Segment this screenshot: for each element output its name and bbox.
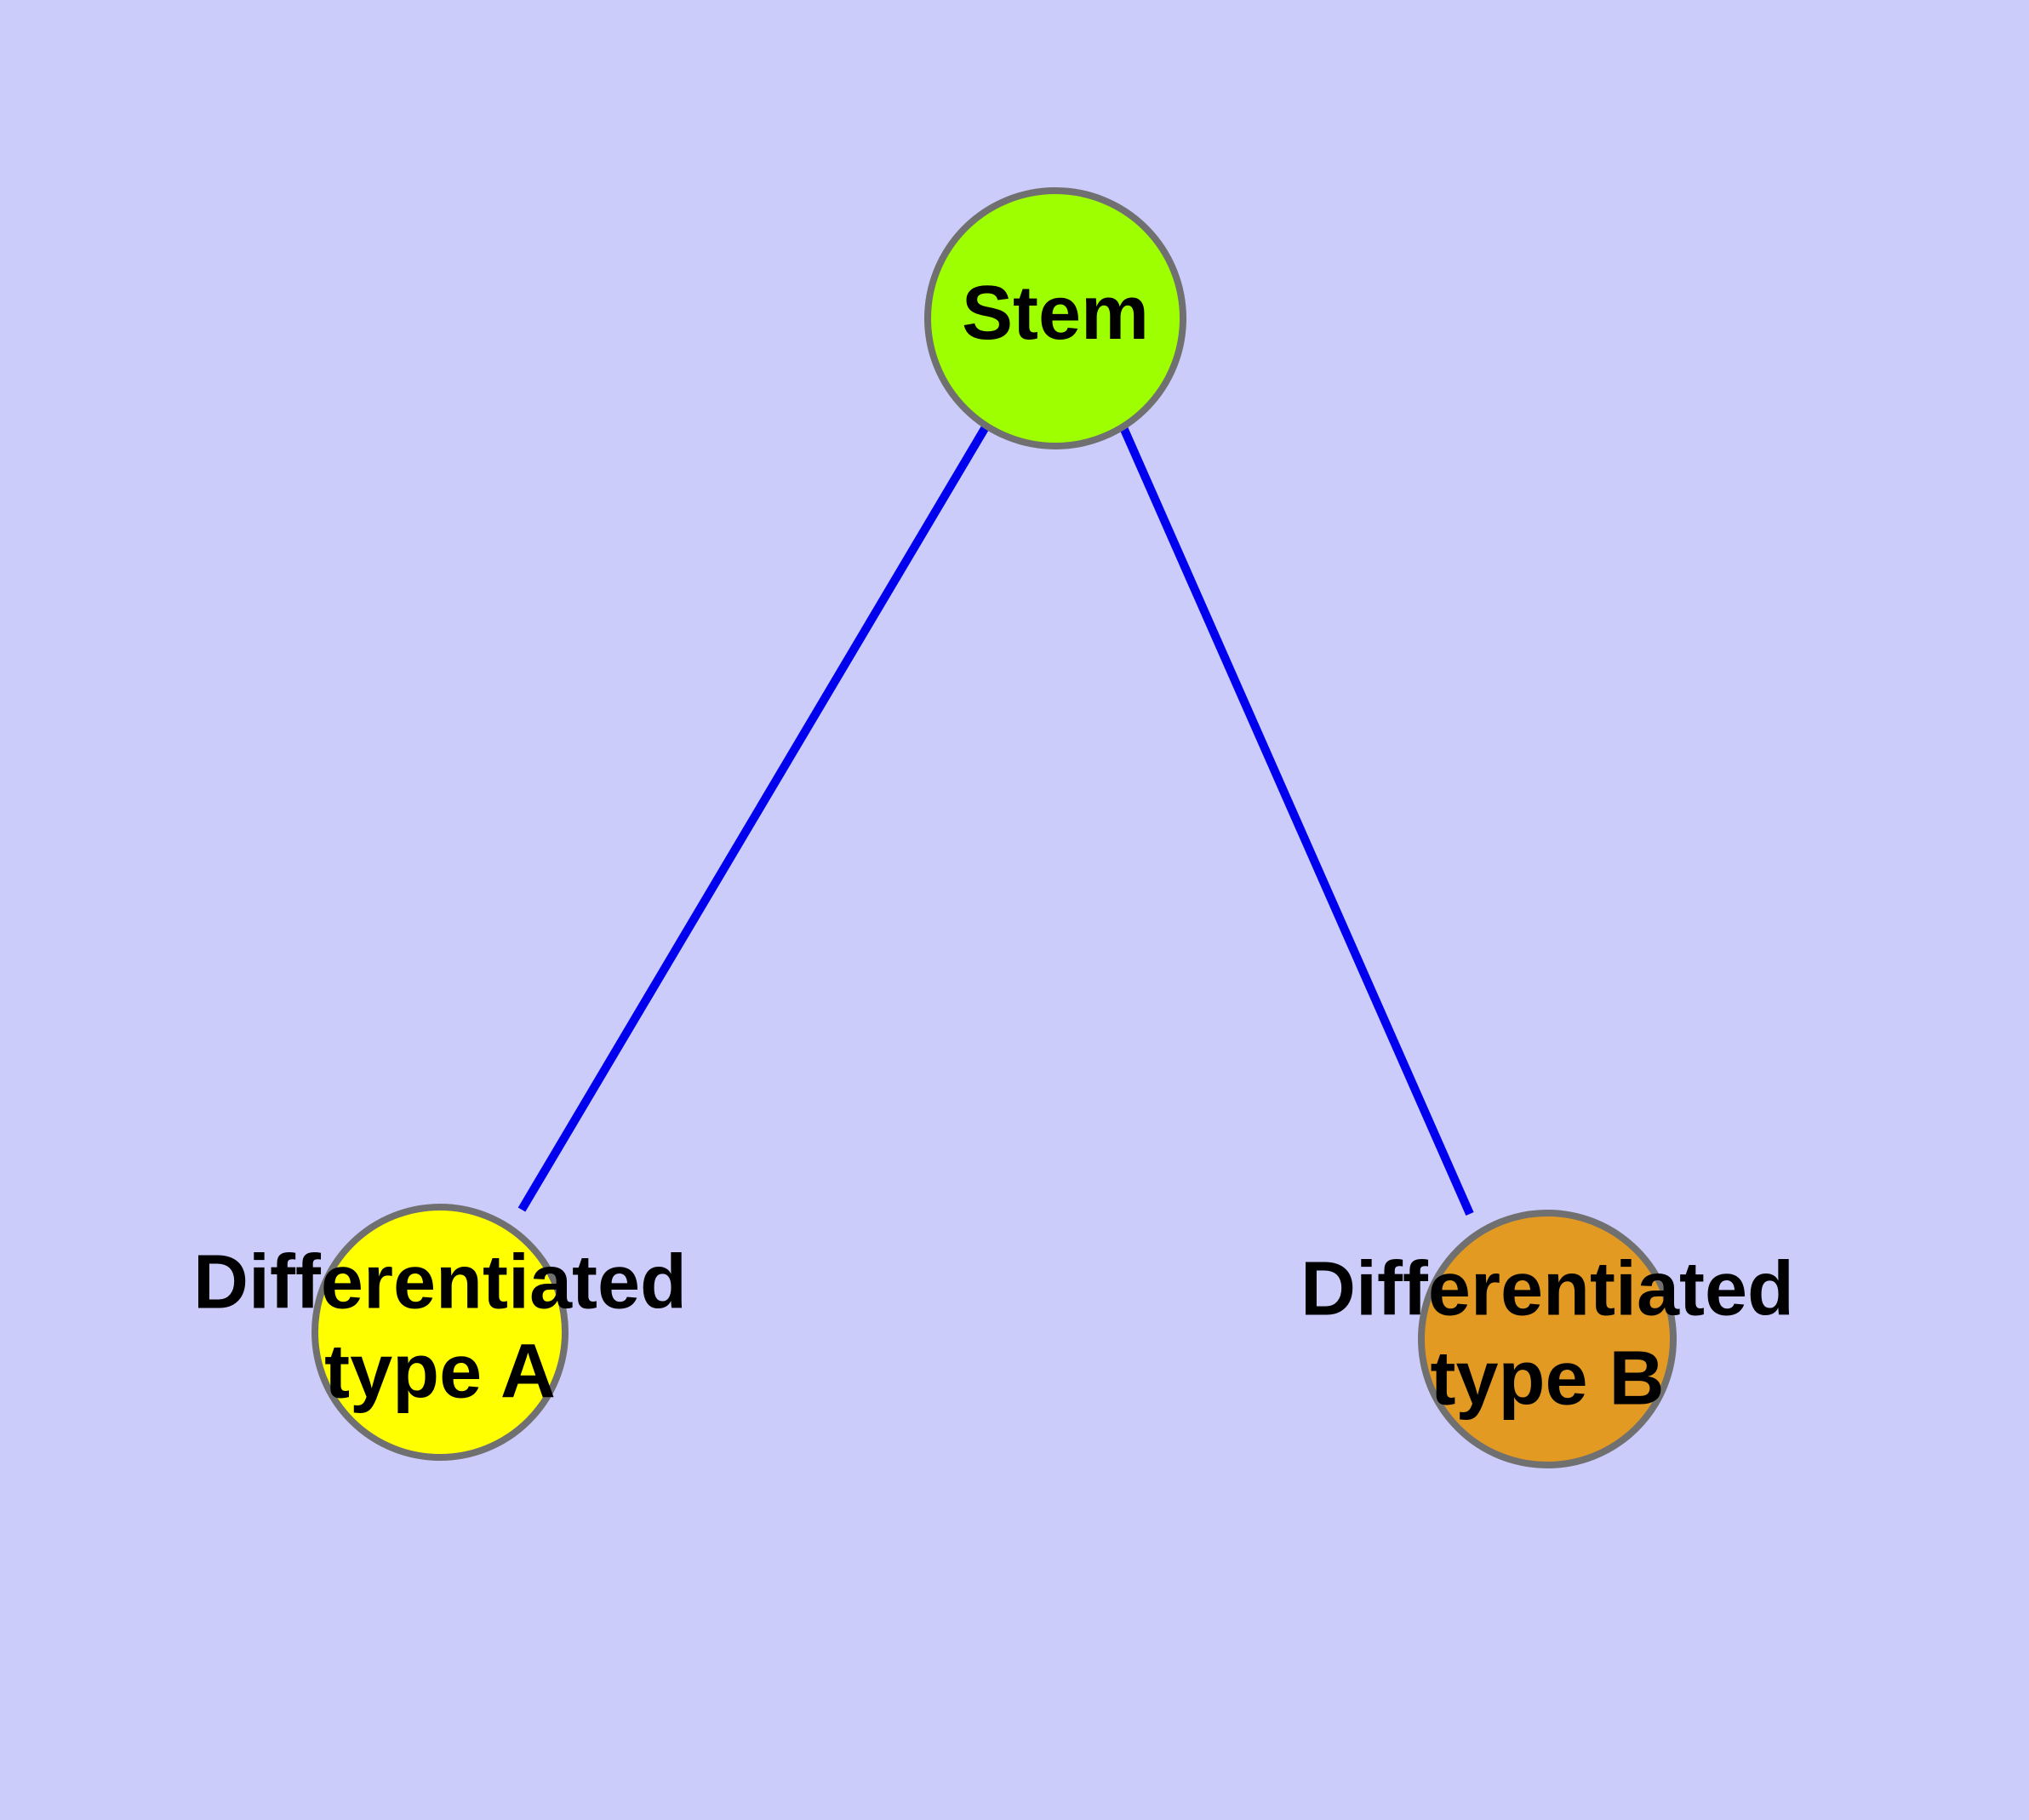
node-stem[interactable] [924, 187, 1186, 449]
node-label-line: Differentiated [193, 1239, 687, 1325]
node-label-line: type B [1430, 1336, 1664, 1421]
node-label-line: Differentiated [1300, 1246, 1794, 1331]
node-label-line: Stem [962, 271, 1149, 356]
node-diff-type-a[interactable] [311, 1204, 569, 1461]
edges-group [517, 423, 1474, 1216]
nodes-group [311, 187, 1677, 1468]
edge-stem-to-b[interactable] [1118, 423, 1474, 1216]
edge-stem-to-a[interactable] [517, 423, 991, 1212]
node-label-line: type A [324, 1329, 556, 1414]
node-label-stem: Stem [962, 271, 1149, 356]
node-diff-type-b[interactable] [1418, 1210, 1677, 1468]
